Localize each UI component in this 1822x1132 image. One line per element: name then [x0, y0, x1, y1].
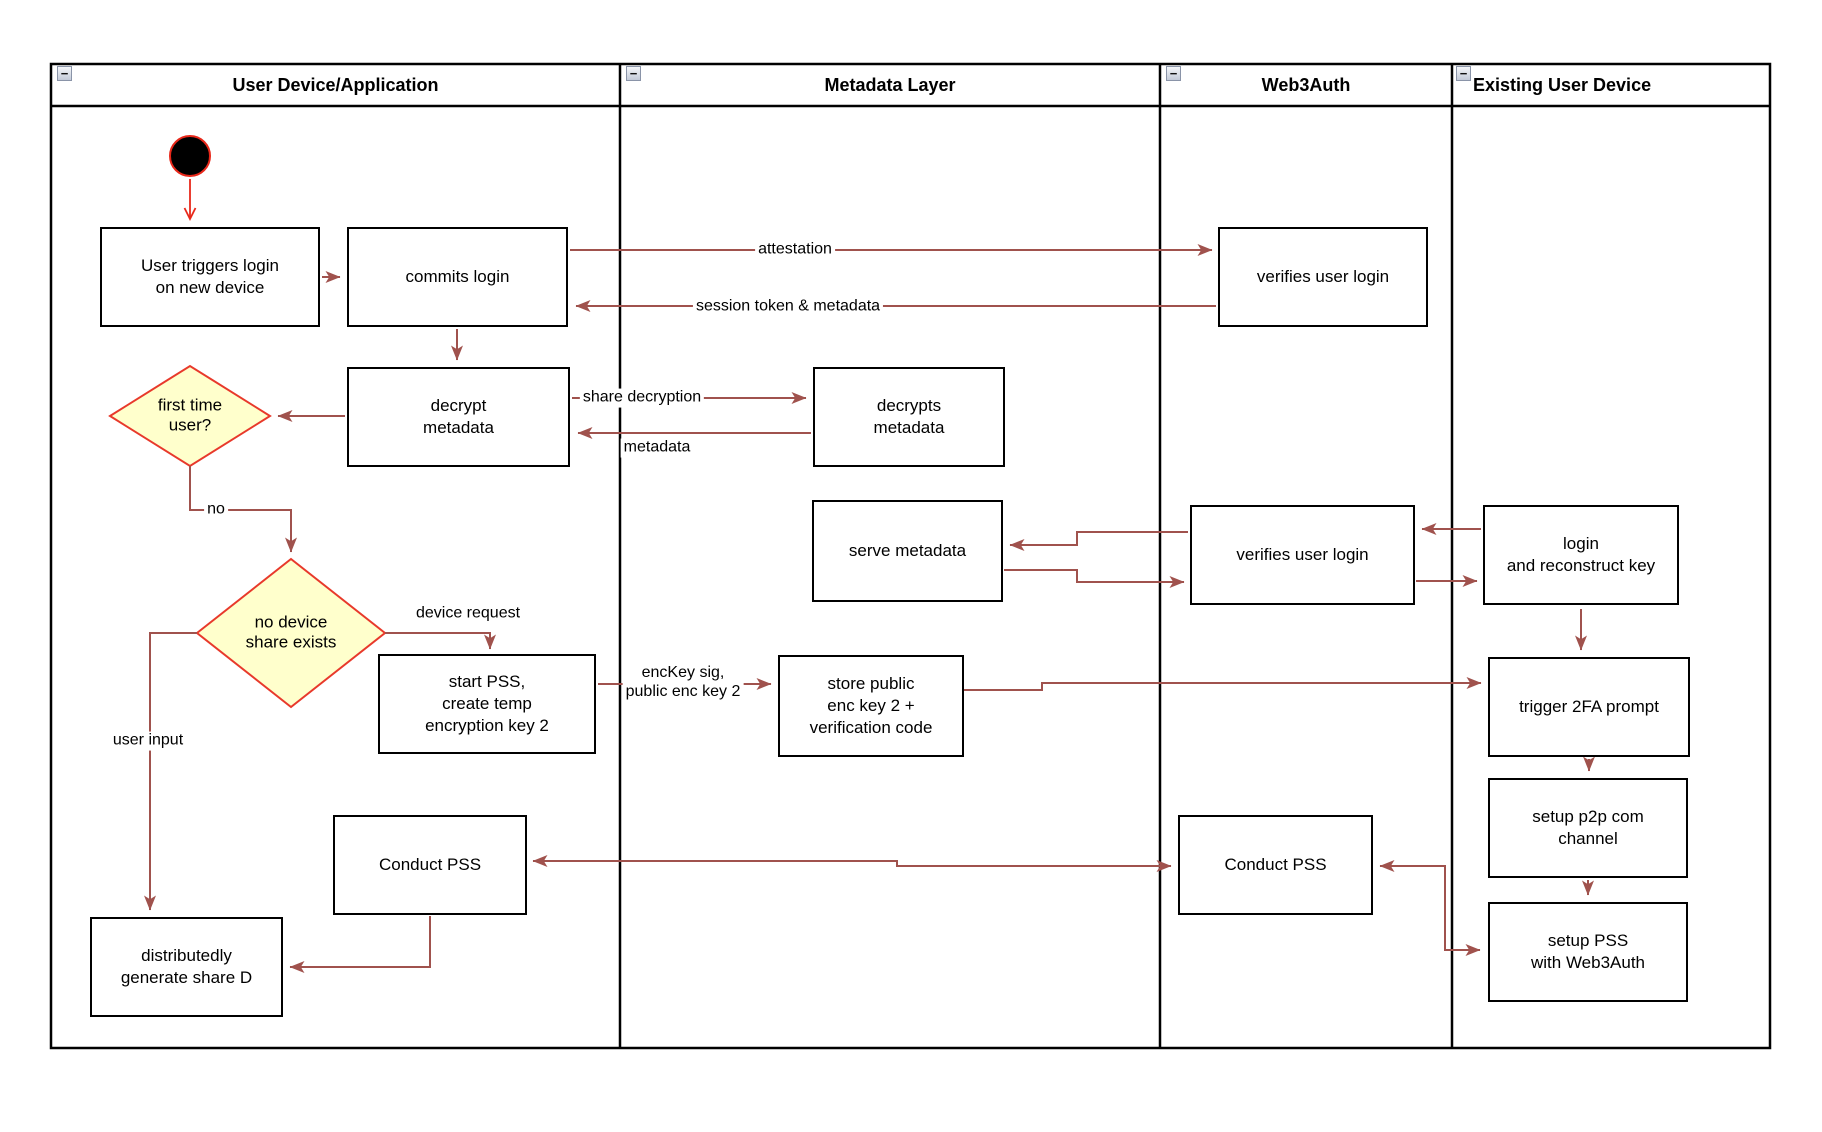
node-decrypts-metadata[interactable]: decrypts metadata: [813, 367, 1005, 467]
node-conduct-pss-web3auth[interactable]: Conduct PSS: [1178, 815, 1373, 915]
node-verifies-user-login-mid[interactable]: verifies user login: [1190, 505, 1415, 605]
node-serve-metadata[interactable]: serve metadata: [812, 500, 1003, 602]
node-decrypt-metadata[interactable]: decrypt metadata: [347, 367, 570, 467]
edge-label-enckey-sig: encKey sig, public enc key 2: [622, 664, 744, 702]
start-node[interactable]: [169, 135, 211, 177]
edge-label-attestation: attestation: [755, 240, 835, 260]
decision-label-no-device-share: no device share exists: [245, 612, 337, 652]
edge-label-session-token: session token & metadata: [692, 297, 884, 317]
node-verifies-user-login-top[interactable]: verifies user login: [1218, 227, 1428, 327]
node-setup-p2p-channel[interactable]: setup p2p com channel: [1488, 778, 1688, 878]
node-trigger-2fa-prompt[interactable]: trigger 2FA prompt: [1488, 657, 1690, 757]
node-store-public-enc-key[interactable]: store public enc key 2 + verification co…: [778, 655, 964, 757]
edge-label-user-input: user input: [109, 731, 187, 751]
lane-title-web3auth[interactable]: Web3Auth: [1261, 74, 1351, 95]
node-distributedly-generate-share[interactable]: distributedly generate share D: [90, 917, 283, 1017]
collapse-lane-icon[interactable]: −: [1166, 66, 1181, 81]
node-commits-login[interactable]: commits login: [347, 227, 568, 327]
edge-label-no: no: [204, 500, 228, 520]
edge-label-device-request: device request: [412, 604, 524, 624]
lane-title-user-device[interactable]: User Device/Application: [232, 74, 439, 95]
edge-label-share-decryption: share decryption: [579, 388, 705, 408]
lane-title-metadata-layer[interactable]: Metadata Layer: [824, 74, 956, 95]
collapse-lane-icon[interactable]: −: [626, 66, 641, 81]
lane-title-existing-user-device[interactable]: Existing User Device: [1473, 74, 1652, 95]
node-start-pss[interactable]: start PSS, create temp encryption key 2: [378, 654, 596, 754]
node-setup-pss-web3auth[interactable]: setup PSS with Web3Auth: [1488, 902, 1688, 1002]
edge-label-metadata: metadata: [620, 438, 694, 458]
flow-edges: [144, 244, 1595, 973]
collapse-lane-icon[interactable]: −: [57, 66, 72, 81]
node-conduct-pss-user[interactable]: Conduct PSS: [333, 815, 527, 915]
decision-label-first-time-user: first time user?: [157, 395, 223, 435]
collapse-lane-icon[interactable]: −: [1456, 66, 1471, 81]
decision-first-time-user[interactable]: [108, 364, 272, 468]
node-user-triggers-login[interactable]: User triggers login on new device: [100, 227, 320, 327]
node-login-reconstruct-key[interactable]: login and reconstruct key: [1483, 505, 1679, 605]
